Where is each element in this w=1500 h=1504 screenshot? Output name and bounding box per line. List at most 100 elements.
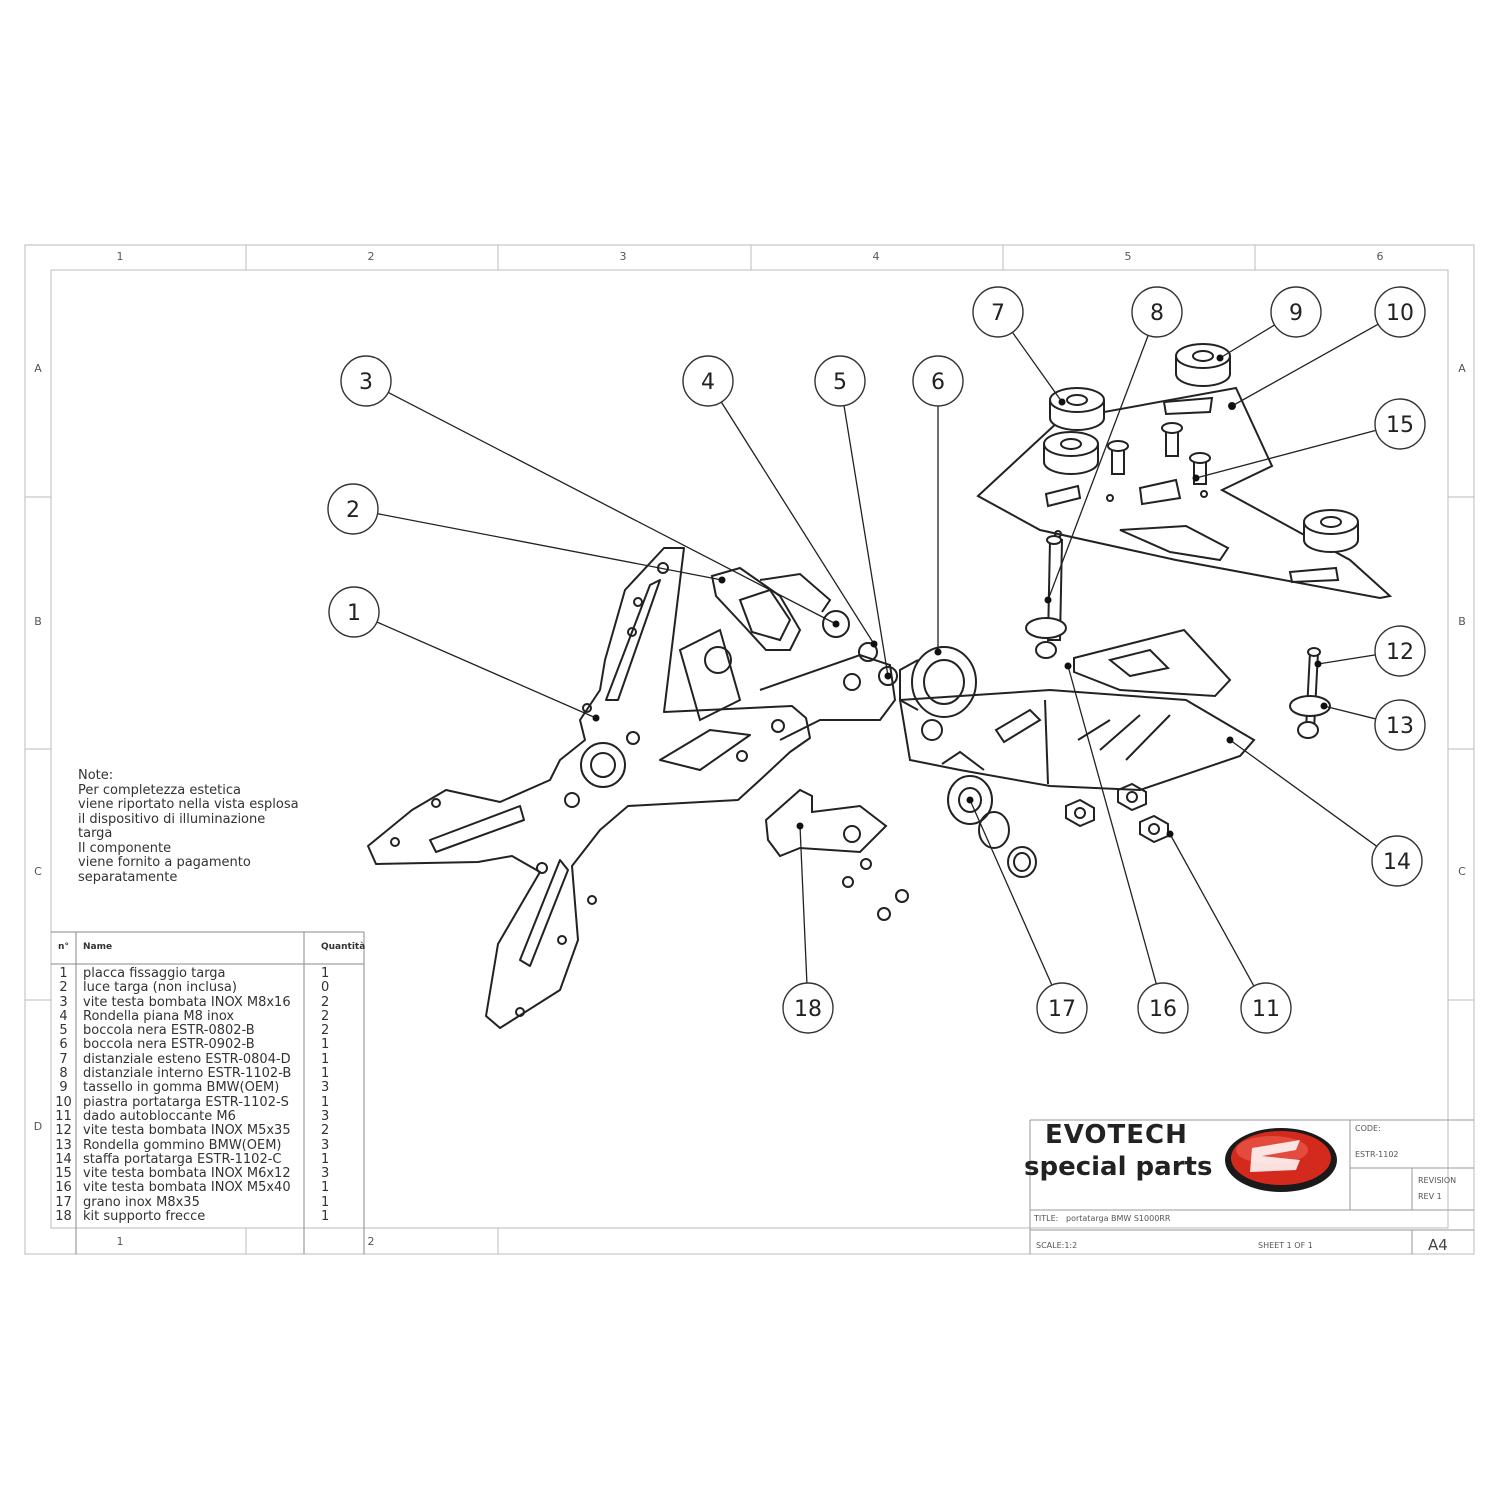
leader-dot [1216, 354, 1224, 362]
grid-column-label: 1 [117, 250, 124, 263]
scale-text: SCALE:1:2 [1036, 1241, 1078, 1250]
grid-column-label: 4 [873, 250, 880, 263]
bom-qty: 1 [321, 1094, 330, 1110]
leader-dot [1058, 398, 1066, 406]
bom-n: 2 [59, 980, 68, 996]
code-label: CODE: [1355, 1124, 1381, 1133]
bom-n: 13 [55, 1137, 72, 1153]
bom-qty: 2 [321, 1023, 330, 1039]
bom-header-n: n° [58, 942, 69, 952]
bom-qty: 2 [321, 1123, 330, 1139]
bom-header-qty: Quantità [321, 942, 366, 952]
grid-column-label: 6 [1377, 250, 1384, 263]
leader-dot [592, 714, 600, 722]
bom-n: 10 [55, 1094, 72, 1110]
callout-number: 3 [359, 370, 373, 395]
revision-value: REV 1 [1418, 1192, 1442, 1201]
bom-name: Rondella piana M8 inox [83, 1009, 235, 1024]
grid-row-label: C [34, 865, 42, 878]
grid-column-label: 1 [117, 1235, 124, 1248]
part-17-stack [941, 750, 1037, 878]
bom-qty: 0 [321, 980, 330, 996]
bom-n: 4 [59, 1008, 68, 1024]
bom-header-name: Name [83, 942, 113, 952]
bom-n: 7 [59, 1051, 68, 1067]
callout-number: 8 [1150, 301, 1164, 326]
bom-name: vite testa bombata INOX M6x12 [83, 1167, 291, 1182]
bom-row: 13 Rondella gommino BMW(OEM) 3 [52, 1137, 364, 1153]
bom-n: 18 [55, 1209, 72, 1225]
bom-n: 3 [59, 994, 68, 1010]
leader-line [387, 391, 837, 625]
grid-column-label: 2 [368, 250, 375, 263]
grid-column-label: 5 [1125, 250, 1132, 263]
callout-circle [682, 355, 734, 407]
leader-lines [376, 323, 1379, 987]
sheet-text: SHEET 1 OF 1 [1258, 1241, 1313, 1250]
note-line: Il componente [78, 840, 172, 856]
bom-qty: 3 [321, 1166, 330, 1182]
bom-header: n° Name Quantità [52, 932, 366, 962]
bom-name: vite testa bombata INOX M5x35 [83, 1124, 291, 1139]
callout-circle [782, 982, 834, 1034]
leader-dot [1044, 596, 1052, 604]
callout-number: 16 [1149, 997, 1177, 1022]
brand-logo-mark [1225, 1128, 1337, 1192]
brand-name: EVOTECH [1045, 1120, 1188, 1150]
leader-dot [934, 648, 942, 656]
callout-number: 15 [1386, 413, 1414, 438]
note-line: viene fornito a pagamento [78, 855, 251, 870]
leader-dot [1166, 830, 1174, 838]
bom-row: 12 vite testa bombata INOX M5x35 2 [52, 1123, 364, 1139]
part-14-bracket [898, 628, 1256, 792]
part-6-bushing [899, 646, 977, 718]
leader-line [1323, 705, 1376, 720]
bom-name: luce targa (non inclusa) [83, 981, 237, 996]
bom-qty: 1 [321, 1209, 330, 1225]
callout-number: 6 [931, 370, 945, 395]
leader-dot [966, 796, 974, 804]
callout-circle [1371, 835, 1423, 887]
callout-circle [814, 355, 866, 407]
bom-qty: 3 [321, 1137, 330, 1153]
callout-number: 7 [991, 301, 1005, 326]
part-10-plate [976, 386, 1393, 600]
bom-n: 17 [55, 1194, 72, 1210]
bom-name: distanziale interno ESTR-1102-B [83, 1067, 292, 1082]
bom-table-grid [51, 931, 365, 1254]
leader-line [1169, 833, 1255, 987]
callout-number: 18 [794, 997, 822, 1022]
bom-name: Rondella gommino BMW(OEM) [83, 1138, 282, 1153]
callout-circle [1374, 625, 1426, 677]
leader-line [1067, 665, 1157, 985]
callout-circle [1036, 982, 1088, 1034]
part-7-9-rubbers [1043, 343, 1359, 553]
bom-n: 12 [55, 1123, 72, 1139]
bom-n: 14 [55, 1151, 72, 1167]
grid-ticks [25, 245, 1474, 1254]
callout-circle [1137, 982, 1189, 1034]
leader-line [1231, 323, 1379, 407]
callout-number: 17 [1048, 997, 1076, 1022]
bom-qty: 2 [321, 1008, 330, 1024]
bom-n: 6 [59, 1037, 68, 1053]
leader-dot [870, 640, 878, 648]
revision-label: REVISION [1418, 1176, 1457, 1185]
bom-n: 9 [59, 1080, 68, 1096]
bom-qty: 1 [321, 966, 330, 981]
bom-name: vite testa bombata INOX M5x40 [83, 1181, 291, 1196]
bom-qty: 1 [321, 1194, 330, 1210]
paper-size: A4 [1428, 1236, 1448, 1254]
leader-line [1011, 331, 1063, 403]
callout-circle [340, 355, 392, 407]
title-block-grid [1029, 1119, 1474, 1254]
